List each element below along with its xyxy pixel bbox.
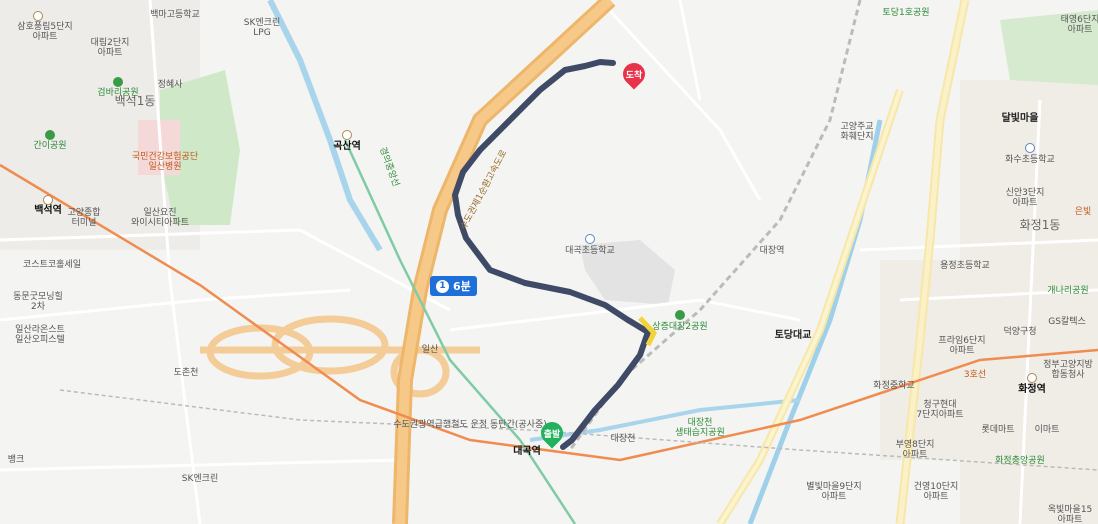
- label-eunbit: 은빛: [1074, 207, 1092, 217]
- label-yongjeong-school: 용정초등학교: [940, 261, 990, 271]
- route-duration-badge[interactable]: 1 6분: [430, 276, 477, 296]
- destination-label: 도착: [625, 70, 643, 81]
- label-hwajeong-station: 화정역: [1018, 384, 1046, 395]
- label-baekma-school: 백마고등학교: [150, 10, 200, 20]
- label-rail-text: 수도권광역급행철도 운정 동탄간(공사중): [393, 420, 547, 430]
- school-icon: [1025, 143, 1035, 153]
- school-icon: [585, 234, 595, 244]
- label-daegok-station: 대곡역: [513, 446, 541, 457]
- label-baekseok-station: 백석역: [34, 205, 62, 216]
- label-geombari-park: 검바리공원: [97, 88, 139, 98]
- subway-station-icon: [1027, 373, 1037, 383]
- label-ganyi-park: 간이공원: [33, 141, 67, 151]
- label-daegok-school: 대곡초등학교: [565, 246, 615, 256]
- label-todang1: 토당1호공원: [882, 8, 930, 18]
- label-deokyang: 덕양구청: [1003, 327, 1037, 337]
- park-icon: [45, 130, 55, 140]
- park-icon: [113, 77, 123, 87]
- label-line3: 3호선: [963, 370, 987, 380]
- label-gokssan-station: 곡산역: [333, 141, 361, 152]
- label-gs-mart: GS칼텍스: [1048, 317, 1086, 327]
- label-lotte-mart: 롯데마트: [981, 425, 1015, 435]
- apartment-icon: [33, 11, 43, 21]
- destination-marker[interactable]: 도착: [618, 58, 650, 90]
- label-hwajeong-middle: 화정중학교: [873, 381, 915, 391]
- label-todang-bridge: 토당대교: [774, 330, 812, 341]
- label-daejangcheon: 대장천: [610, 434, 636, 444]
- route-path: [452, 59, 651, 450]
- label-dochonchon: 도촌천: [173, 368, 199, 378]
- park-icon: [675, 310, 685, 320]
- label-ilsan-ic: 일산: [421, 345, 439, 355]
- origin-label: 출발: [543, 429, 561, 440]
- label-sk-enclean: SK엔크린: [181, 474, 219, 484]
- label-baekseok1: 백석1동: [114, 94, 156, 108]
- label-gaenari-park: 개나리공원: [1047, 286, 1089, 296]
- label-hwajeong-park: 화정충앙공원: [995, 456, 1045, 466]
- route-number-icon: 1: [436, 279, 449, 293]
- label-hwasu-school: 화수초등학교: [1005, 155, 1055, 165]
- label-daejang-station: 대장역: [759, 246, 785, 256]
- label-emart: 이마트: [1034, 425, 1060, 435]
- origin-marker[interactable]: 출발: [536, 417, 568, 449]
- subway-station-icon: [342, 130, 352, 140]
- label-hwajeong1: 화정1동: [1019, 218, 1061, 232]
- label-costco: 코스트코홀세일: [23, 260, 81, 270]
- route-duration-text: 6분: [453, 280, 471, 293]
- label-dalbit: 달빛마을: [1001, 113, 1039, 124]
- subway-station-icon: [43, 195, 53, 205]
- label-jeonghyesa: 정혜사: [157, 80, 183, 90]
- label-bank: 뱅크: [7, 455, 25, 465]
- label-sangeun-park: 상증대장2공원: [652, 322, 708, 332]
